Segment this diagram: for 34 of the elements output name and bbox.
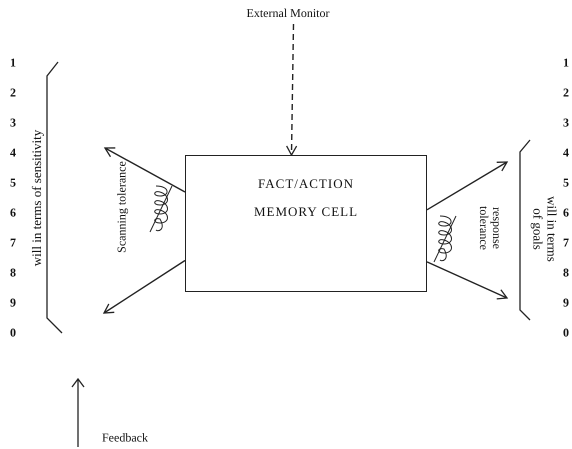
- box-title: FACT/ACTION: [258, 176, 354, 192]
- axis-label: Scanning tolerance: [115, 161, 129, 253]
- scale-number: 2: [10, 86, 16, 100]
- scale-number: 9: [563, 296, 569, 310]
- scale-number: 4: [563, 146, 569, 160]
- scale-number: 1: [563, 56, 569, 70]
- scale-number: 7: [563, 236, 569, 250]
- scale-number: 0: [10, 326, 16, 340]
- scale-number: 6: [10, 206, 16, 220]
- axis-label: will in terms of goals: [530, 195, 558, 264]
- scale-number: 5: [10, 176, 16, 190]
- scale-number: 0: [563, 326, 569, 340]
- axis-label: will in terms of sensitivity: [30, 130, 44, 266]
- box-title: MEMORY CELL: [254, 204, 358, 220]
- scale-number: 7: [10, 236, 16, 250]
- scale-number: 8: [10, 266, 16, 280]
- process-box: [185, 155, 427, 292]
- scale-number: 1: [10, 56, 16, 70]
- scale-number: 6: [563, 206, 569, 220]
- arrow: [103, 260, 186, 314]
- arrow: [104, 147, 186, 193]
- scale-number: 5: [563, 176, 569, 190]
- arrow: [426, 161, 508, 210]
- arrow: [286, 24, 298, 156]
- scale-number: 8: [563, 266, 569, 280]
- axis-label: Feedback: [102, 431, 148, 445]
- arrow: [426, 261, 508, 300]
- scale-number: 3: [563, 116, 569, 130]
- scale-number: 4: [10, 146, 16, 160]
- axis-label: response tolerance: [476, 205, 504, 252]
- scale-number: 3: [10, 116, 16, 130]
- scale-number: 9: [10, 296, 16, 310]
- monitor-label: External Monitor: [233, 6, 343, 21]
- scale-number: 2: [563, 86, 569, 100]
